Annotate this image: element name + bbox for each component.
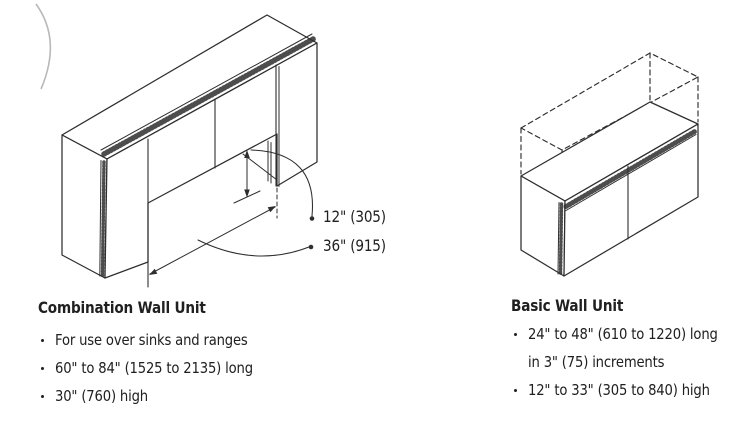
- dim-36-arrow-left: [149, 268, 158, 275]
- dim-36-line: [149, 206, 276, 275]
- leader-36: [197, 239, 310, 257]
- left-stile-inner-line: [99, 160, 102, 277]
- bullet-text-line: 12" to 33" (305 to 840) high: [528, 381, 710, 399]
- basic-unit-title: Basic Wall Unit: [511, 296, 624, 315]
- leader-12-dot: [309, 216, 315, 221]
- combination-unit-spec-block: Combination Wall Unit For use over sinks…: [38, 297, 438, 410]
- dim-12-arrow-down: [244, 189, 250, 198]
- cabinet-front-face: [104, 42, 318, 279]
- combination-wall-unit-diagram: [61, 14, 318, 288]
- dim-12-arrow-up: [244, 150, 250, 158]
- basic-wall-unit-diagram: [520, 52, 699, 277]
- dimension-label-opening-height: 12" (305): [323, 207, 386, 226]
- leader-12: [250, 149, 314, 217]
- cabinet-front-face: [563, 123, 699, 277]
- arc-line: [35, 3, 52, 90]
- bullet-text-line: 24" to 48" (610 to 1220) long: [528, 325, 718, 343]
- bullet-dot: [41, 367, 45, 371]
- scan-artifact-arc: [35, 3, 52, 90]
- bullet-text: For use over sinks and ranges: [55, 331, 248, 349]
- dimension-label-opening-length: 36" (915): [323, 236, 386, 255]
- top-edge-hatch-band: [101, 35, 318, 157]
- bullet-item: 30" (760) high: [38, 382, 438, 410]
- left-stile-inner-line: [557, 202, 560, 275]
- bullet-text: 60" to 84" (1525 to 2135) long: [55, 359, 254, 377]
- bullet-item: 12" to 33" (305 to 840) high: [511, 376, 751, 404]
- bullet-dot: [41, 395, 45, 399]
- bullet-item: 24" to 48" (610 to 1220) long in 3" (75)…: [511, 320, 751, 376]
- combination-unit-title: Combination Wall Unit: [38, 298, 206, 317]
- bullet-dot: [514, 333, 518, 337]
- left-stile-hatch-band: [558, 202, 564, 277]
- dim-36-arrow-right: [267, 206, 276, 213]
- top-edge-hatch-band: [563, 128, 699, 209]
- top-edge-inner-line: [565, 134, 697, 211]
- bullet-item: For use over sinks and ranges: [38, 326, 438, 354]
- bullet-text: 30" (760) high: [55, 387, 149, 405]
- leader-36-dot: [308, 244, 314, 250]
- top-edge-inner-line: [100, 33, 313, 151]
- bullet-dot: [514, 389, 518, 393]
- basic-unit-spec-block: Basic Wall Unit 24" to 48" (610 to 1220)…: [511, 295, 751, 404]
- bullet-text-line: in 3" (75) increments: [528, 353, 665, 371]
- left-stile-hatch-band: [100, 160, 106, 279]
- bullet-item: 60" to 84" (1525 to 2135) long: [38, 354, 438, 382]
- bullet-dot: [41, 339, 45, 343]
